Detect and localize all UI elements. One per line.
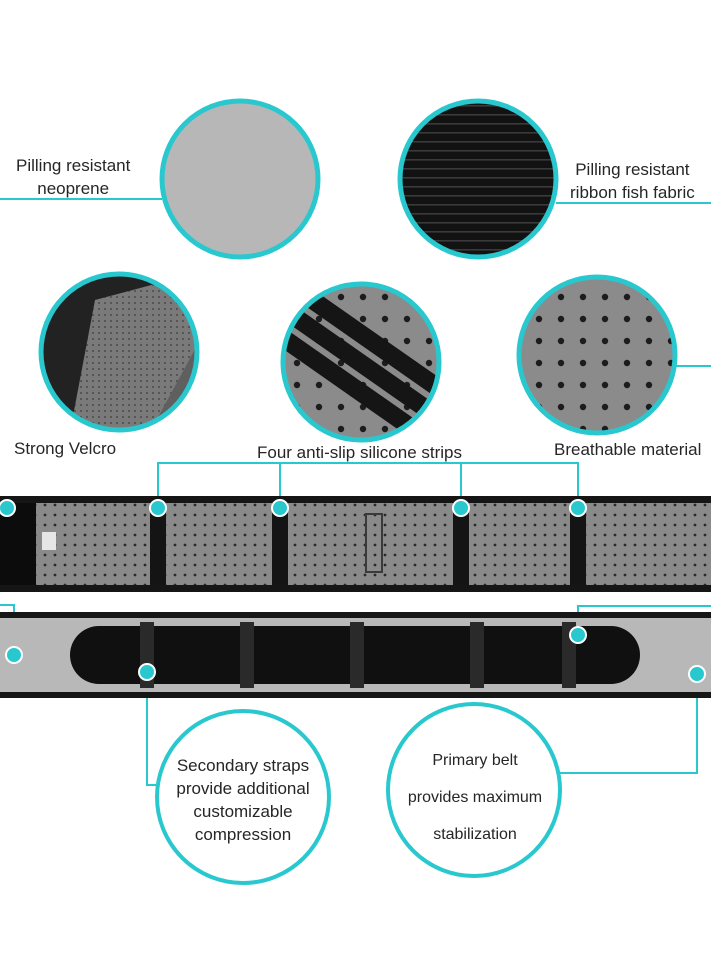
neoprene-swatch (162, 101, 318, 257)
label-velcro: Strong Velcro (14, 439, 117, 458)
secondary-straps-bubble (155, 709, 331, 885)
primary-belt-bubble (386, 702, 562, 878)
velcro-swatch (41, 274, 197, 430)
label-neoprene: Pilling resistant neoprene (16, 156, 131, 198)
label-breathable: Breathable material (554, 440, 702, 459)
callout-dots (0, 499, 706, 683)
breathable-swatch (519, 277, 675, 433)
ribbon-swatch (400, 101, 556, 257)
primary-belt-text: Primary belt provides maximum stabilizat… (407, 752, 543, 843)
silicone-swatch (283, 284, 439, 440)
belt-inner-view (0, 496, 711, 592)
label-ribbon-fabric: Pilling resistant ribbon fish fabric (570, 160, 695, 202)
label-silicone-strips: Four anti-slip silicone strips (257, 443, 463, 462)
callout-lines (0, 198, 711, 786)
secondary-straps-text: Secondary straps provide additional cust… (176, 756, 310, 844)
belt-outer-view (0, 612, 711, 698)
